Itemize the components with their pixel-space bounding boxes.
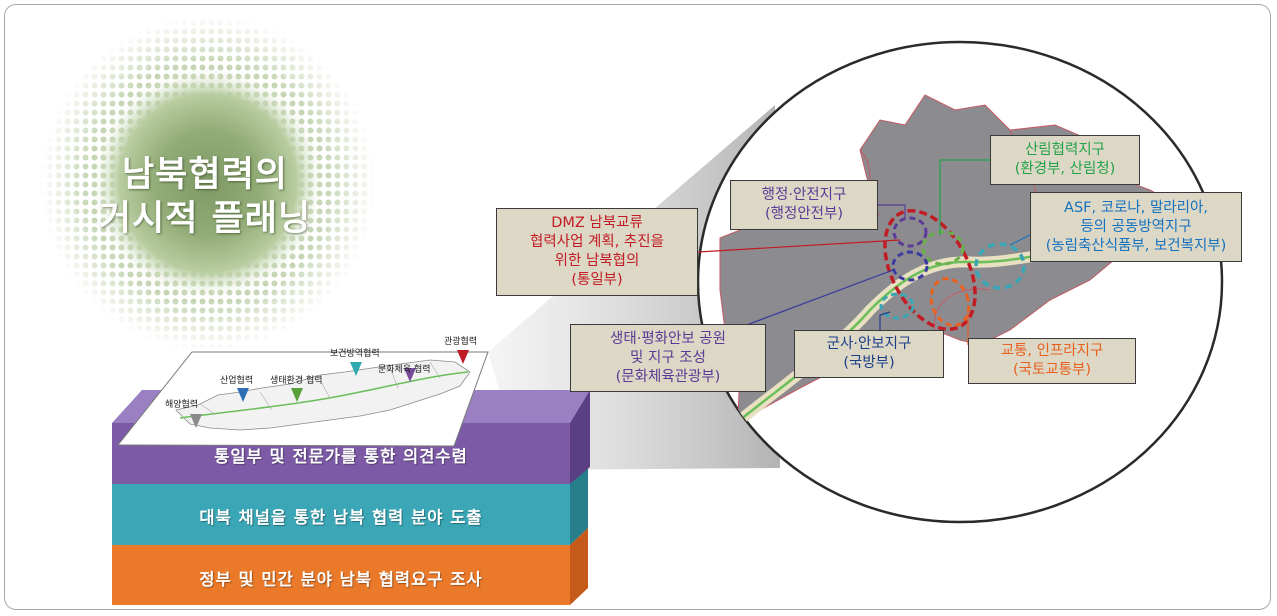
culture-marker-icon xyxy=(404,368,416,382)
health-marker-icon xyxy=(350,362,362,376)
map-label-health: 보건방역협력 xyxy=(330,349,380,359)
figure-frame xyxy=(4,4,1271,610)
industry-marker-icon xyxy=(237,388,249,402)
eco-callout: 생태·평화안보 공원 및 지구 조성 (문화체육관광부) xyxy=(570,324,766,392)
asf-line-1: ASF, 코로나, 말라리아, xyxy=(1064,199,1208,216)
magnified-map xyxy=(696,40,1224,524)
dmz-line-3: 위한 남북협의 xyxy=(554,253,640,269)
military-line-1: 군사·안보지구 xyxy=(826,336,912,352)
asf-zone-ellipse xyxy=(974,242,1026,290)
forest-zone-ellipse xyxy=(921,230,965,266)
layer-top-label: 통일부 및 전문가를 통한 의견수렴 xyxy=(214,447,468,466)
transport-line-1: 교통, 인프라지구 xyxy=(1000,343,1104,359)
marine-marker-icon xyxy=(190,414,202,428)
title-line-2: 거시적 플래닝 xyxy=(98,199,312,239)
military-zone-ellipse xyxy=(879,292,915,320)
title-line-1: 남북협력의 xyxy=(121,155,288,195)
tourism-marker-icon xyxy=(457,350,469,364)
dmz-line-2: 협력사업 계획, 추진을 xyxy=(530,234,664,250)
dmz-callout: DMZ 남북교류 협력사업 계획, 추진을 위한 남북협의 (통일부) xyxy=(496,208,698,296)
leader-lines xyxy=(679,159,1031,351)
forest-line-1: 산림협력지구 xyxy=(1024,142,1106,158)
dmz-line-4: (통일부) xyxy=(571,272,623,288)
forest-line-2: (환경부, 산림청) xyxy=(1014,161,1116,177)
map-markers xyxy=(190,350,469,428)
layer-bottom-label: 정부 및 민간 분야 남북 협력요구 조사 xyxy=(199,570,483,589)
asf-line-2: 등의 공동방역지구 xyxy=(1080,218,1192,235)
admin-callout: 행정·안전지구 (행정안전부) xyxy=(730,180,878,230)
asf-callout: ASF, 코로나, 말라리아, 등의 공동방역지구 (농림축산식품부, 보건복지… xyxy=(1030,192,1242,262)
asf-line-3: (농림축산식품부, 보건복지부) xyxy=(1045,237,1227,254)
military-callout: 군사·안보지구 (국방부) xyxy=(794,330,944,378)
dmz-line-1: DMZ 남북교류 xyxy=(551,215,643,231)
eco-zone-ellipse xyxy=(891,250,929,282)
map-label-marine: 해양협력 xyxy=(165,400,199,410)
map-label-culture: 문화체육 협력 xyxy=(378,365,431,375)
map-label-eco: 생태환경 협력 xyxy=(270,376,323,386)
admin-zone-ellipse xyxy=(892,216,928,248)
map-label-tourism: 관광협력 xyxy=(444,337,478,347)
eco-marker-icon xyxy=(291,388,303,402)
map-sheet xyxy=(116,351,489,447)
eco-line-2: 및 지구 조성 xyxy=(630,349,706,366)
admin-line-1: 행정·안전지구 xyxy=(761,187,847,203)
admin-line-2: (행정안전부) xyxy=(764,206,843,222)
military-line-2: (국방부) xyxy=(843,355,895,371)
transport-line-2: (국토교통부) xyxy=(1012,362,1091,378)
forest-callout: 산림협력지구 (환경부, 산림청) xyxy=(990,135,1140,185)
transport-callout: 교통, 인프라지구 (국토교통부) xyxy=(968,338,1136,384)
transport-zone-ellipse xyxy=(929,277,971,327)
title-halftone-background xyxy=(38,14,378,354)
map-label-industry: 산업협력 xyxy=(220,376,254,386)
eco-line-1: 생태·평화안보 공원 xyxy=(610,330,726,347)
eco-line-3: (문화체육관광부) xyxy=(615,368,721,385)
layer-middle-label: 대북 채널을 통한 남북 협력 분야 도출 xyxy=(199,508,483,527)
